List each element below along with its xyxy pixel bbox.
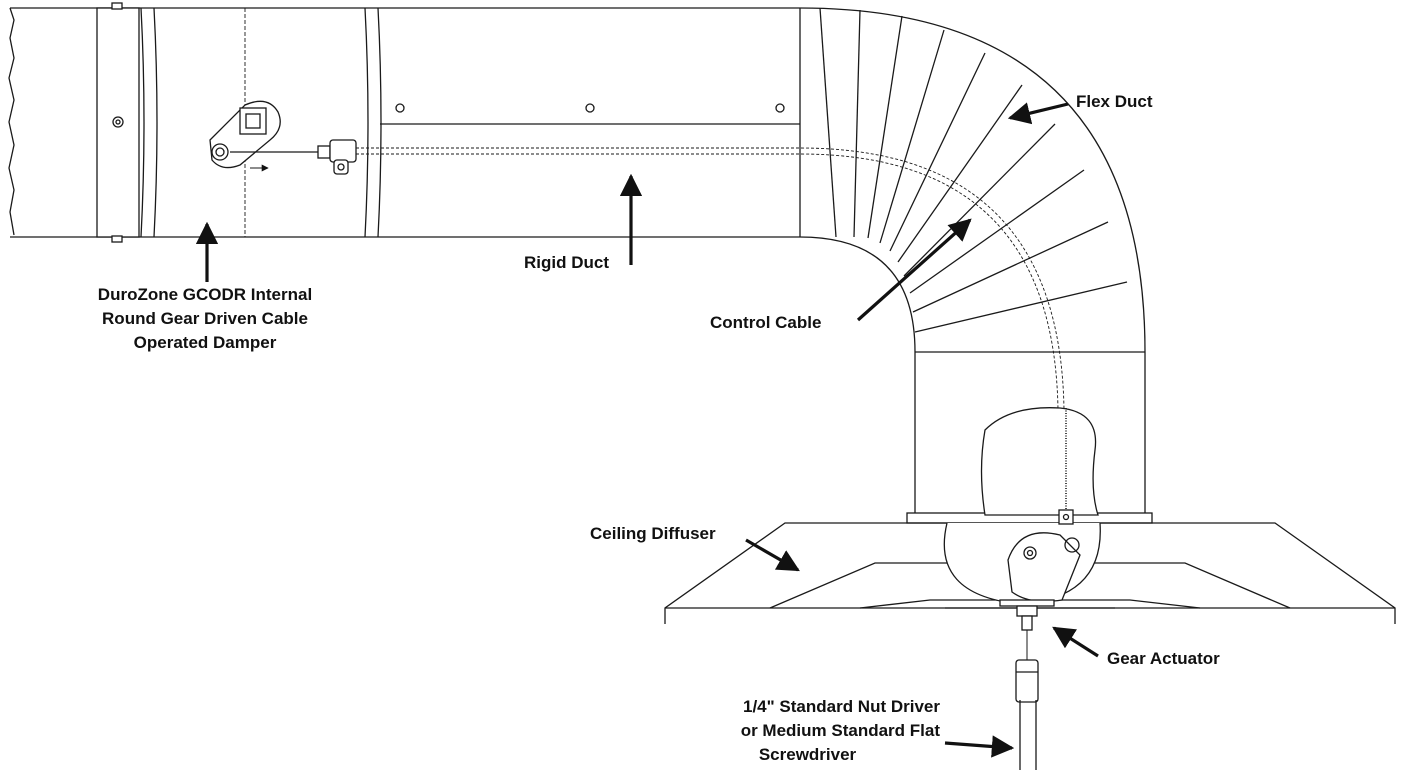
flex-duct — [799, 7, 1153, 524]
callout-arrows — [195, 102, 1099, 758]
gear-actuator-label: Gear Actuator — [1107, 649, 1220, 668]
flex-duct-label: Flex Duct — [1076, 92, 1153, 111]
control-cable-label: Control Cable — [710, 313, 822, 332]
cable-clamp — [317, 139, 357, 175]
rigid-duct-label: Rigid Duct — [524, 253, 609, 272]
tool-label-line-2: or Medium Standard Flat — [740, 721, 940, 740]
damper-label: DuroZone GCODR Internal Round Gear Drive… — [40, 283, 370, 355]
rigid-duct — [380, 7, 801, 238]
damper-label-line-2: Round Gear Driven Cable — [102, 309, 308, 328]
ceiling-diffuser-arrow — [745, 538, 800, 572]
damper-label-line-1: DuroZone GCODR Internal — [97, 285, 313, 304]
damper-label-line-3: Operated Damper — [133, 333, 277, 352]
gear-actuator-arrow — [1052, 626, 1099, 658]
tool-label-line-1: 1/4" Standard Nut Driver — [742, 697, 940, 716]
nut-driver — [1015, 659, 1039, 770]
tool-arrow — [944, 735, 1015, 758]
flex-duct-arrow — [1007, 102, 1069, 125]
damper-gear-plate — [209, 100, 318, 172]
cutaway — [980, 407, 1099, 516]
tool-label: 1/4" Standard Nut Driver or Medium Stand… — [615, 695, 940, 767]
damper-duct — [8, 2, 382, 243]
tool-label-line-3: Screwdriver — [758, 745, 857, 764]
gear-actuator-drawing — [999, 509, 1081, 665]
ceiling-diffuser-label: Ceiling Diffuser — [590, 524, 716, 543]
control-cable-arrow — [856, 218, 972, 322]
